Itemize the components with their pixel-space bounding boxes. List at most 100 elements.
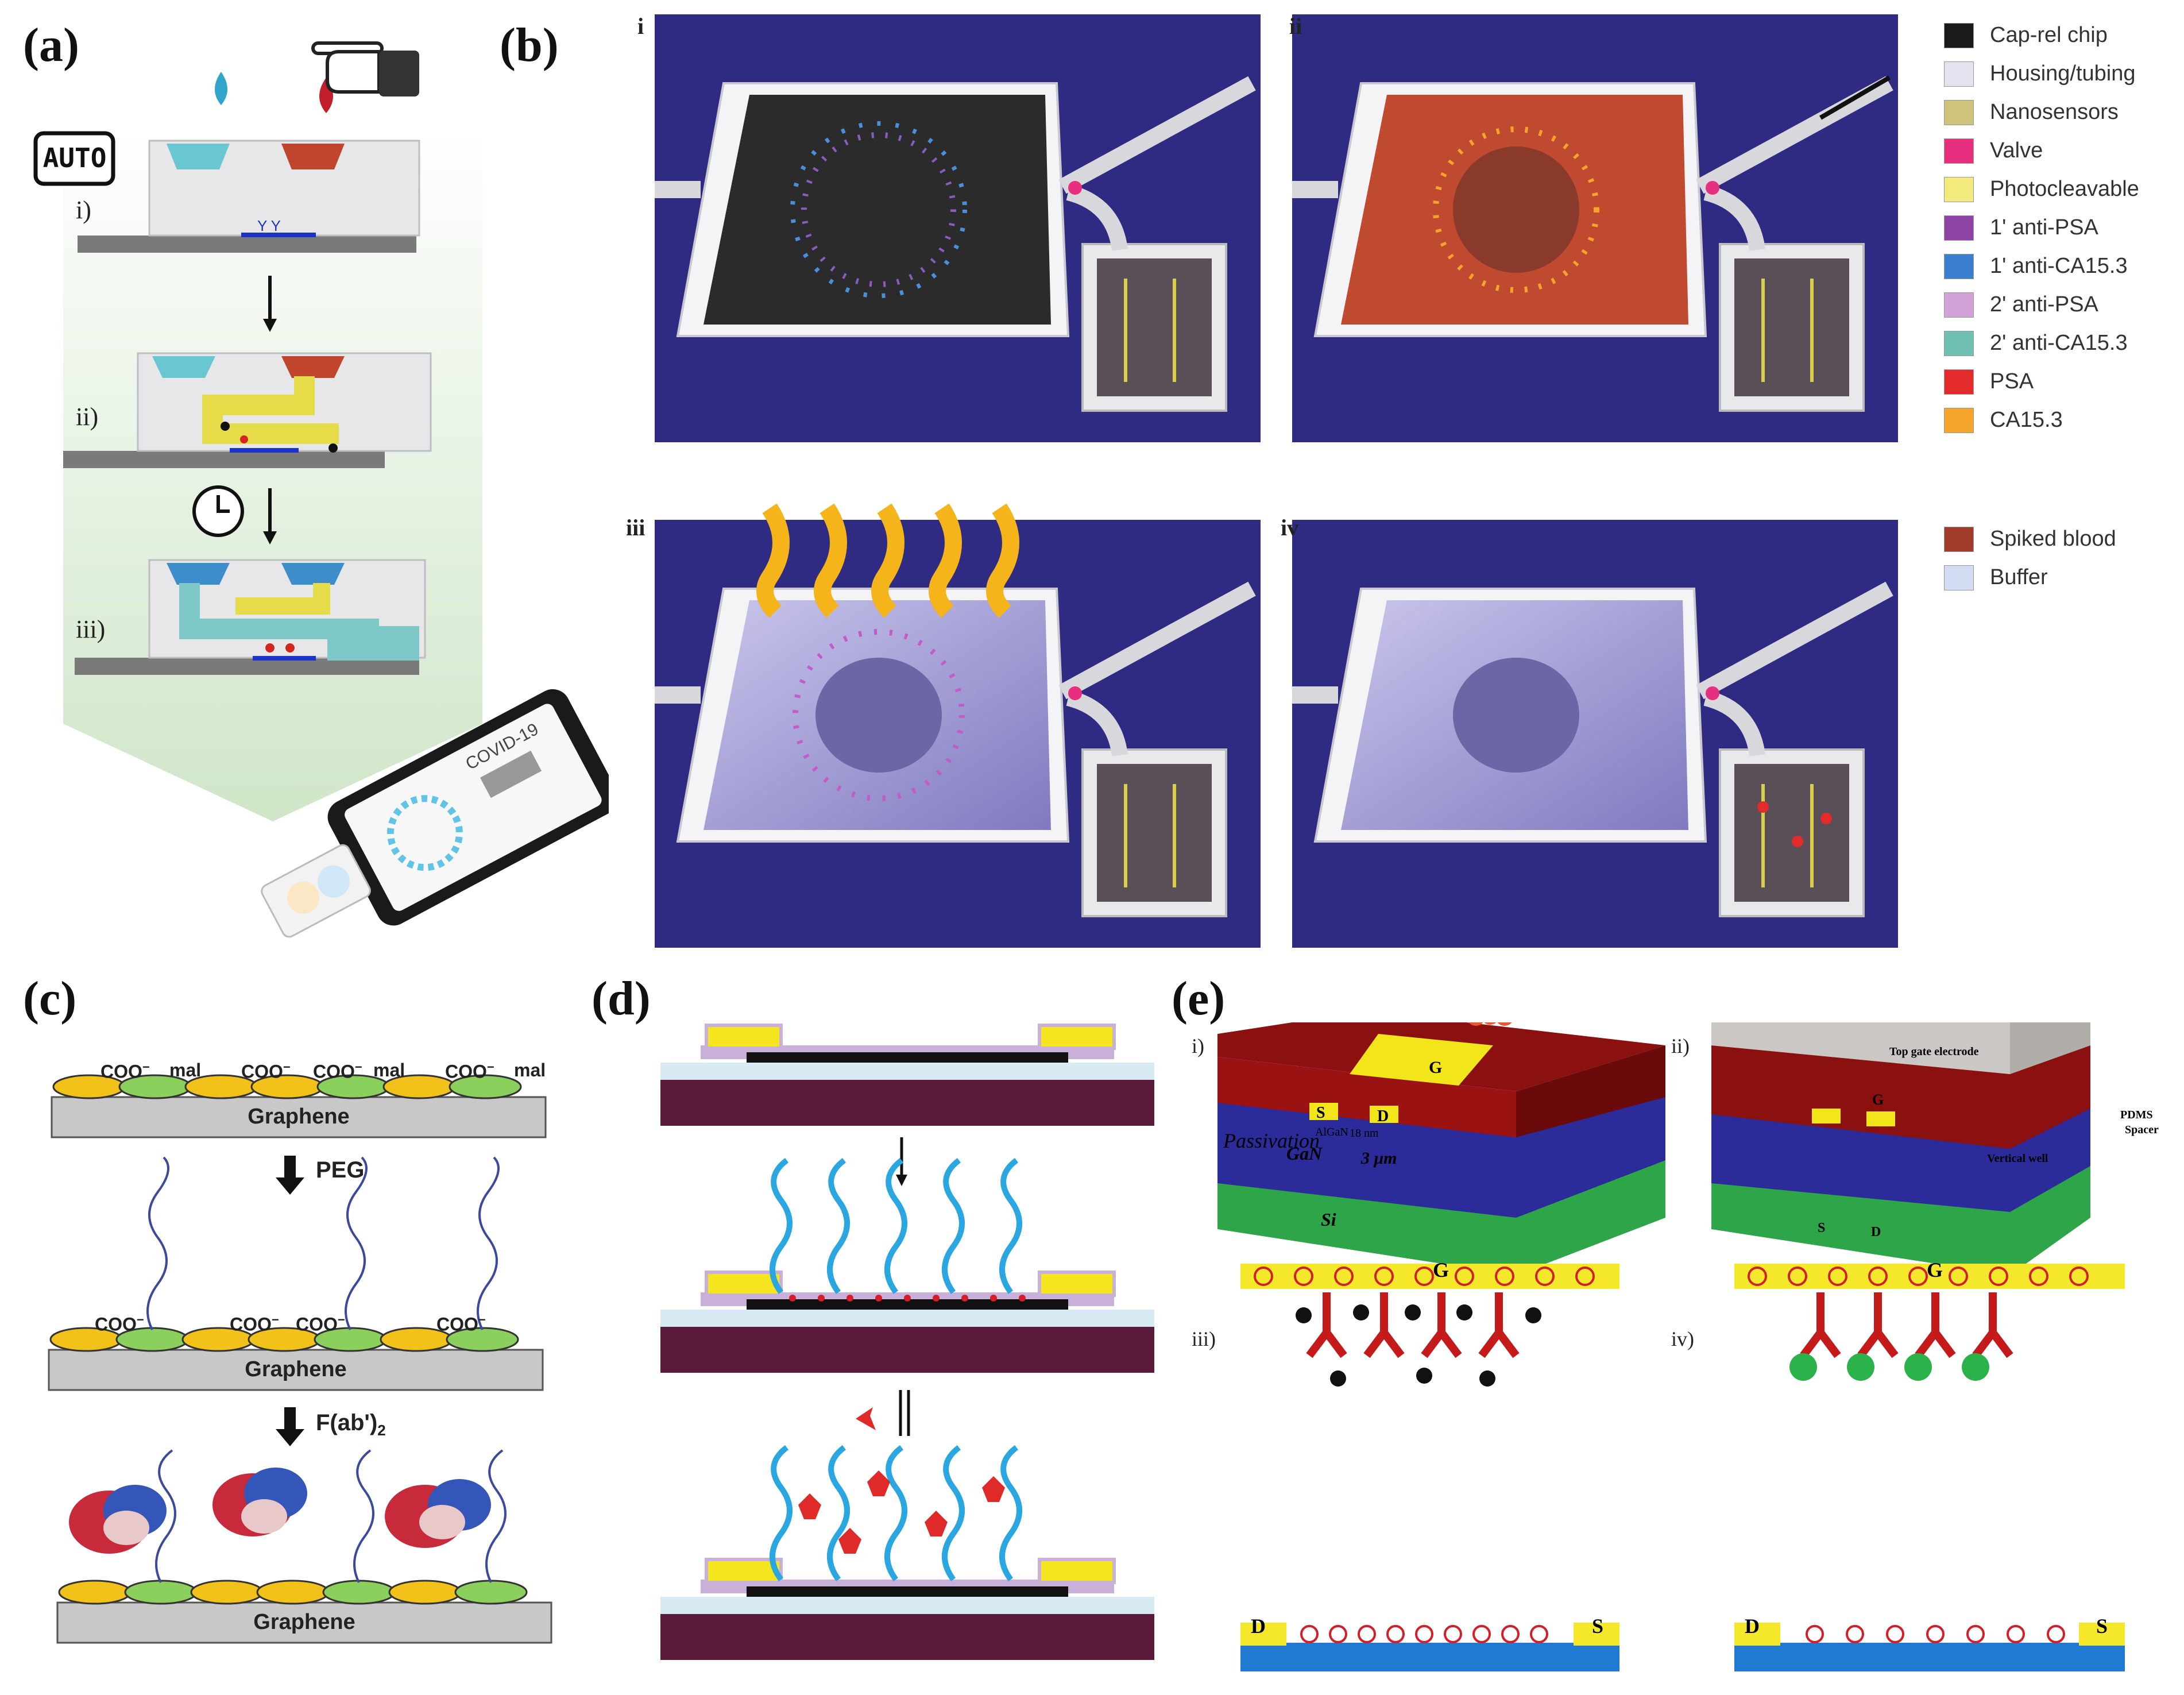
legend-item: 2' anti-PSA bbox=[1944, 285, 2139, 324]
chem-group-label: COO− bbox=[313, 1060, 362, 1082]
device-step-ii bbox=[63, 352, 432, 468]
device-step-iii bbox=[75, 559, 426, 675]
gate-label-ii: G bbox=[1872, 1091, 1884, 1108]
legend-swatch bbox=[1944, 99, 1974, 125]
legend-item: Photocleavable bbox=[1944, 170, 2139, 209]
panel-e-sub-iii: iii) bbox=[1192, 1327, 1216, 1350]
legend-swatch bbox=[1944, 22, 1974, 48]
source-label-i: S bbox=[1316, 1104, 1325, 1122]
legend-item: PSA bbox=[1944, 362, 2139, 401]
graphene-label-2: Graphene bbox=[245, 1357, 347, 1381]
chem-group-label: COO− bbox=[436, 1312, 486, 1335]
panel-b-sub-ii: ii bbox=[1289, 13, 1302, 39]
chem-group-label: COO− bbox=[230, 1312, 279, 1335]
equilibrium-arrows bbox=[856, 1390, 910, 1436]
smartphone-reader: COVID-19 bbox=[261, 689, 609, 938]
polymer-brushes bbox=[770, 1158, 1022, 1294]
graphene-layer-2 bbox=[48, 1156, 544, 1391]
legend-swatch bbox=[1944, 292, 1974, 318]
legend-item: Spiked blood bbox=[1944, 520, 2116, 558]
step-i-label: i) bbox=[76, 196, 91, 224]
panel-b-sub-iii: iii bbox=[626, 515, 645, 540]
legend-swatch bbox=[1944, 215, 1974, 241]
chip-step-iii bbox=[655, 503, 1261, 948]
fab-protein-blobs bbox=[69, 1468, 491, 1554]
chem-group-label: COO− bbox=[445, 1060, 494, 1082]
auto-badge-text: AUTO bbox=[42, 142, 107, 173]
legend-label: Nanosensors bbox=[1990, 100, 2119, 124]
graphene-label-3: Graphene bbox=[253, 1610, 355, 1634]
step-iii-label: iii) bbox=[76, 615, 106, 643]
legend-item: 1' anti-PSA bbox=[1944, 209, 2139, 247]
legend-label: Cap-rel chip bbox=[1990, 23, 2108, 47]
legend-label: 2' anti-PSA bbox=[1990, 292, 2098, 316]
legend-label: 1' anti-PSA bbox=[1990, 215, 2098, 240]
fab-step-label: F(ab')2 bbox=[316, 1410, 386, 1439]
legend-label: PSA bbox=[1990, 369, 2034, 393]
chip-step-ii bbox=[1292, 14, 1898, 442]
graphene-layer-3 bbox=[56, 1449, 552, 1644]
vertical-well-label: Vertical well bbox=[1987, 1152, 2048, 1165]
panel-a-label: (a) bbox=[23, 18, 79, 72]
device-d-top bbox=[660, 1024, 1154, 1126]
device-d-middle bbox=[660, 1158, 1154, 1373]
legend-label: Buffer bbox=[1990, 565, 2048, 589]
legend-swatch bbox=[1944, 369, 1974, 395]
legend-item: 2' anti-CA15.3 bbox=[1944, 324, 2139, 362]
device-d-bottom bbox=[660, 1445, 1154, 1660]
panel-e-label: (e) bbox=[1172, 972, 1226, 1025]
gan-thickness-label: 3 μm bbox=[1361, 1149, 1397, 1168]
panel-b-sub-i: i bbox=[637, 13, 644, 39]
legend-label: Spiked blood bbox=[1990, 527, 2116, 551]
legend-swatch bbox=[1944, 565, 1974, 590]
panel-c-label: (c) bbox=[23, 972, 77, 1025]
legend-label: Valve bbox=[1990, 138, 2043, 163]
spacer-label: Spacer bbox=[2125, 1123, 2159, 1136]
drain-label-i: D bbox=[1377, 1107, 1389, 1125]
legend-swatch bbox=[1944, 407, 1974, 433]
legend-label: 1' anti-CA15.3 bbox=[1990, 254, 2128, 278]
buffer-drop-icon bbox=[215, 72, 227, 105]
gate-label-iii: G bbox=[1433, 1258, 1449, 1281]
legend-item: Buffer bbox=[1944, 558, 2116, 597]
uv-light-arrows bbox=[756, 503, 1019, 618]
algan-label: AlGaN bbox=[1315, 1126, 1348, 1138]
legend-item: 1' anti-CA15.3 bbox=[1944, 247, 2139, 285]
panel-d-label: (d) bbox=[592, 972, 651, 1025]
legend-item: CA15.3 bbox=[1944, 401, 2139, 439]
chem-group-label: mal bbox=[514, 1060, 546, 1080]
legend-label: Housing/tubing bbox=[1990, 61, 2136, 86]
si-label: Si bbox=[1321, 1209, 1336, 1230]
panel-b-diagram bbox=[655, 14, 1930, 956]
panel-e-diagram bbox=[1217, 1022, 2125, 1671]
gate-label-i: G bbox=[1429, 1058, 1443, 1077]
chem-group-label: COO− bbox=[296, 1312, 345, 1335]
source-label-ii: S bbox=[1818, 1221, 1826, 1235]
panel-d-diagram bbox=[660, 1024, 1154, 1660]
legend-swatch bbox=[1944, 138, 1974, 164]
gan-label: GaN bbox=[1286, 1143, 1323, 1164]
sensing-schematic-iv bbox=[1734, 1264, 2125, 1671]
legend-item: Valve bbox=[1944, 132, 2139, 170]
legend-swatch bbox=[1944, 526, 1974, 552]
chem-group-label: COO− bbox=[100, 1060, 150, 1082]
legend-label: 2' anti-CA15.3 bbox=[1990, 331, 2128, 355]
legend-item: Housing/tubing bbox=[1944, 55, 2139, 93]
panel-a-diagram: Y Y COVID-19 bbox=[33, 41, 609, 938]
panel-e-sub-i: i) bbox=[1192, 1034, 1204, 1057]
fab-step-text: F(ab') bbox=[316, 1410, 378, 1435]
panel-e-sub-ii: ii) bbox=[1671, 1034, 1690, 1057]
legend-item: Cap-rel chip bbox=[1944, 16, 2139, 55]
chem-group-label: mal bbox=[373, 1060, 405, 1080]
drain-label-iv: D bbox=[1745, 1615, 1760, 1638]
source-label-iii: S bbox=[1592, 1615, 1604, 1638]
hemt-device-i bbox=[1217, 1022, 1665, 1275]
chem-group-label: COO− bbox=[95, 1312, 144, 1335]
peg-step-label: PEG bbox=[316, 1157, 365, 1183]
pointing-hand-icon bbox=[311, 41, 419, 96]
hemt-device-ii bbox=[1711, 1022, 2090, 1275]
chem-group-label: COO− bbox=[241, 1060, 291, 1082]
chip-step-iv bbox=[1292, 520, 1898, 948]
pdms-label: PDMS bbox=[2120, 1109, 2153, 1121]
